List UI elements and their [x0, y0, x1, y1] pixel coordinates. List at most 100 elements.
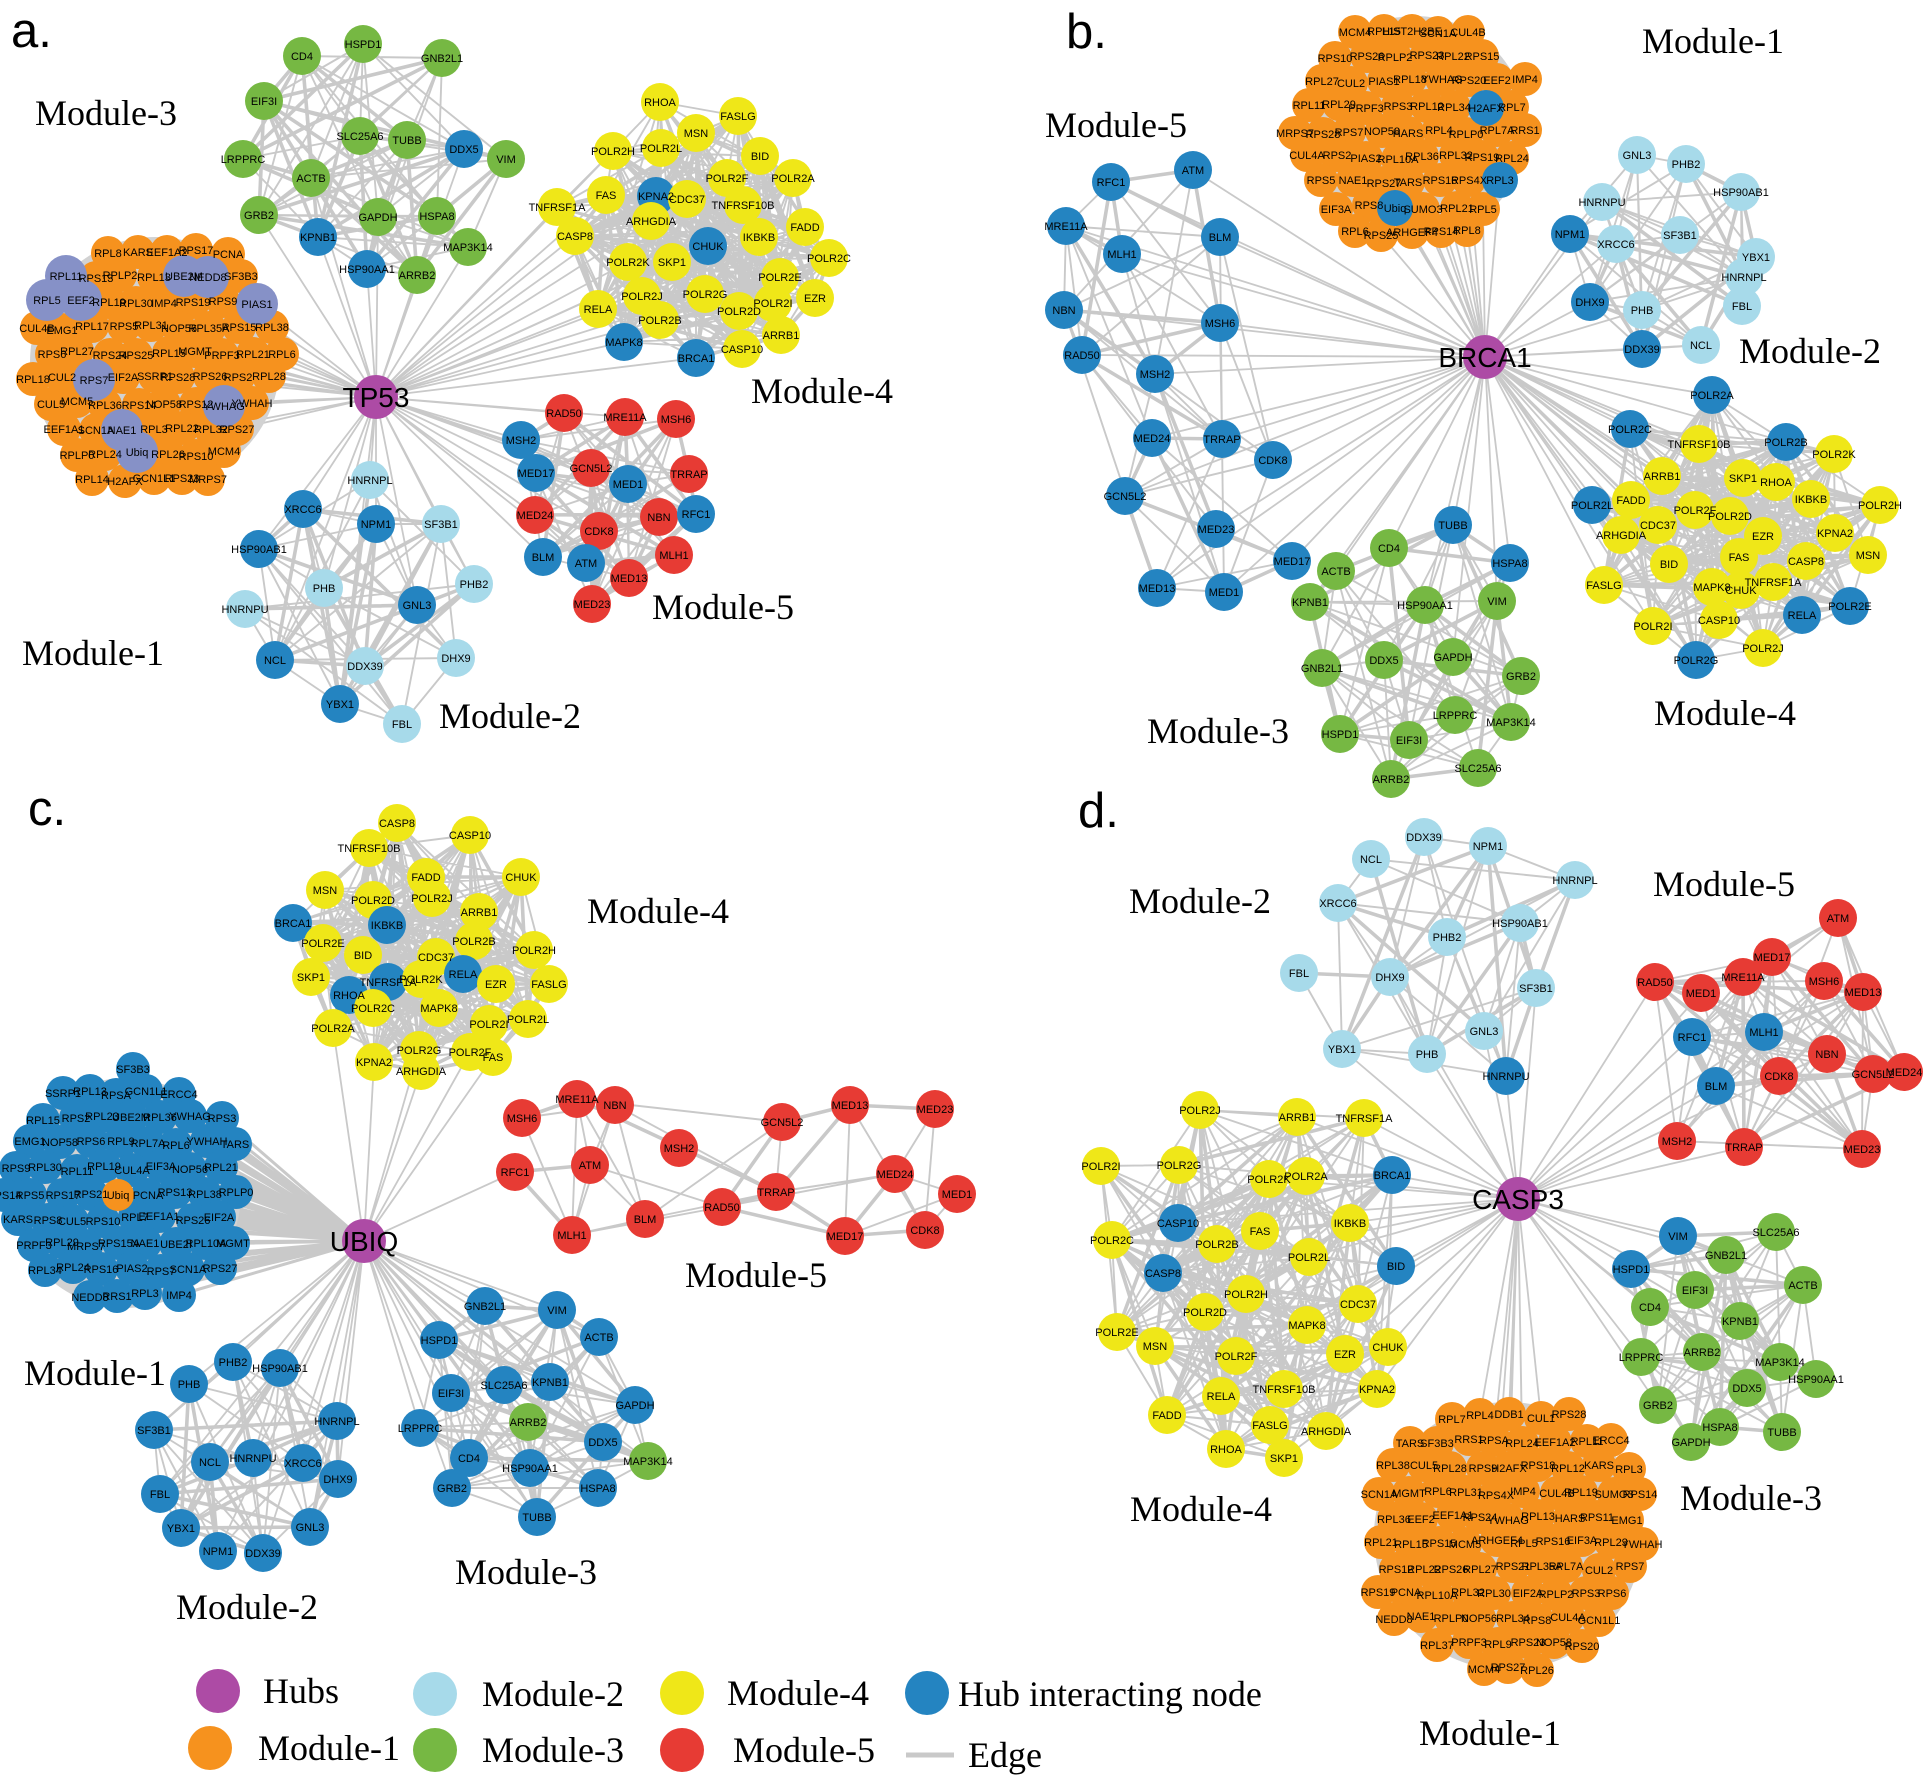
svg-text:RPL5: RPL5	[33, 295, 61, 307]
svg-text:TNFRSF10B: TNFRSF10B	[712, 200, 775, 212]
svg-text:RPL26: RPL26	[1520, 1665, 1554, 1677]
svg-text:BLM: BLM	[1209, 232, 1232, 244]
svg-text:CASP10: CASP10	[1157, 1218, 1199, 1230]
svg-text:CASP8: CASP8	[1788, 556, 1824, 568]
svg-text:CUL4B: CUL4B	[1539, 1488, 1574, 1500]
svg-text:SUMO3: SUMO3	[1403, 204, 1442, 216]
svg-text:Module-2: Module-2	[1129, 881, 1271, 921]
svg-text:RPS13: RPS13	[158, 1187, 193, 1199]
svg-text:RPL35A: RPL35A	[1522, 1561, 1564, 1573]
svg-text:GNL3: GNL3	[296, 1522, 325, 1534]
svg-text:RPL12: RPL12	[1551, 1463, 1585, 1475]
svg-text:ACTB: ACTB	[1321, 566, 1350, 578]
svg-text:RPS3: RPS3	[1384, 101, 1413, 113]
svg-text:CUL5: CUL5	[58, 1216, 86, 1228]
svg-text:PHB: PHB	[178, 1379, 201, 1391]
svg-text:YWHAG: YWHAG	[1487, 1515, 1529, 1527]
svg-text:RPL7: RPL7	[1498, 102, 1526, 114]
svg-text:GNB2L1: GNB2L1	[1301, 663, 1343, 675]
svg-text:MED17: MED17	[1274, 556, 1311, 568]
svg-text:RPL15: RPL15	[26, 1115, 60, 1127]
svg-text:Module-5: Module-5	[1653, 864, 1795, 904]
svg-text:RPL13: RPL13	[1521, 1511, 1555, 1523]
svg-text:TARS: TARS	[221, 1139, 250, 1151]
svg-text:CDK8: CDK8	[1258, 455, 1287, 467]
svg-text:RPS25: RPS25	[1364, 230, 1399, 242]
svg-text:POLR2D: POLR2D	[1708, 511, 1752, 523]
svg-text:DDX39: DDX39	[245, 1548, 280, 1560]
svg-text:POLR2G: POLR2G	[1674, 655, 1719, 667]
svg-text:POLR2B: POLR2B	[638, 315, 681, 327]
svg-text:POLR2L: POLR2L	[507, 1014, 549, 1026]
svg-text:H2AFX: H2AFX	[1491, 1463, 1527, 1475]
svg-text:RPL11: RPL11	[1293, 100, 1326, 112]
svg-text:RPL32: RPL32	[1451, 1587, 1485, 1599]
svg-text:BRCA1: BRCA1	[678, 353, 715, 365]
svg-text:RPL19: RPL19	[1564, 1487, 1598, 1499]
svg-text:RPS11: RPS11	[1580, 1512, 1614, 1524]
svg-text:RAD50: RAD50	[1064, 350, 1099, 362]
svg-text:CUL5: CUL5	[1410, 1460, 1438, 1472]
svg-text:RPS15: RPS15	[222, 322, 257, 334]
svg-text:TNFRSF1A: TNFRSF1A	[529, 202, 587, 214]
svg-text:RPS24: RPS24	[1463, 1512, 1498, 1524]
svg-text:CASP8: CASP8	[1145, 1268, 1181, 1280]
svg-text:RPL10A: RPL10A	[1378, 154, 1420, 166]
svg-text:RPS18: RPS18	[1521, 1460, 1556, 1472]
svg-text:POLR2I: POLR2I	[1633, 621, 1672, 633]
svg-text:FADD: FADD	[790, 222, 819, 234]
svg-text:NEDD8: NEDD8	[71, 1292, 108, 1304]
svg-text:Module-1: Module-1	[258, 1728, 400, 1768]
svg-text:RPS19: RPS19	[1465, 152, 1500, 164]
svg-text:RPL34: RPL34	[1496, 1613, 1530, 1625]
svg-text:Hubs: Hubs	[263, 1671, 339, 1711]
svg-text:PIAS1: PIAS1	[241, 299, 272, 311]
svg-text:RPL19: RPL19	[87, 1161, 121, 1173]
svg-text:CD4: CD4	[291, 51, 313, 63]
svg-text:POLR2K: POLR2K	[399, 974, 443, 986]
svg-text:CD4: CD4	[458, 1453, 480, 1465]
svg-text:SCN1A: SCN1A	[1420, 28, 1457, 40]
svg-text:HSPD1: HSPD1	[1322, 729, 1359, 741]
svg-text:POLR2E: POLR2E	[301, 938, 344, 950]
svg-text:ERCC4: ERCC4	[160, 1089, 197, 1101]
svg-text:BID: BID	[1387, 1261, 1405, 1273]
svg-text:CUL4A: CUL4A	[114, 1165, 150, 1177]
svg-text:RPL21: RPL21	[1364, 1537, 1398, 1549]
svg-text:RAD50: RAD50	[546, 408, 581, 420]
svg-text:RPL15: RPL15	[1394, 1539, 1428, 1551]
svg-text:RPL7A: RPL7A	[1480, 125, 1516, 137]
svg-text:POLR2J: POLR2J	[621, 291, 663, 303]
svg-text:POLR2E: POLR2E	[1095, 1327, 1138, 1339]
svg-text:CDC37: CDC37	[669, 194, 705, 206]
svg-text:RPL30: RPL30	[119, 298, 153, 310]
svg-text:MED23: MED23	[1198, 524, 1235, 536]
svg-text:ARRB2: ARRB2	[510, 1417, 547, 1429]
svg-text:MSH6: MSH6	[1205, 318, 1236, 330]
svg-text:CASP10: CASP10	[721, 344, 763, 356]
svg-text:POLR2F: POLR2F	[1674, 505, 1717, 517]
svg-text:RPL11: RPL11	[61, 1166, 94, 1178]
svg-text:ARHGEF4: ARHGEF4	[1386, 227, 1438, 239]
svg-text:CASP3: CASP3	[1472, 1184, 1564, 1215]
svg-text:HNRNPU: HNRNPU	[221, 604, 268, 616]
svg-text:RPS8: RPS8	[1355, 200, 1384, 212]
svg-text:RPL4: RPL4	[1466, 1410, 1494, 1422]
svg-text:NBN: NBN	[1815, 1049, 1838, 1061]
svg-text:IKBKB: IKBKB	[371, 920, 403, 932]
svg-text:POLR2A: POLR2A	[311, 1023, 355, 1035]
svg-text:CASP8: CASP8	[379, 818, 415, 830]
svg-text:RPL27: RPL27	[1305, 76, 1339, 88]
svg-text:b.: b.	[1066, 5, 1107, 59]
svg-text:RPS28: RPS28	[1306, 129, 1341, 141]
svg-text:GAPDH: GAPDH	[358, 212, 397, 224]
svg-text:SF3B1: SF3B1	[137, 1425, 171, 1437]
svg-text:RPS14: RPS14	[122, 400, 157, 412]
svg-text:POLR2G: POLR2G	[1157, 1160, 1202, 1172]
svg-text:FAS: FAS	[483, 1052, 504, 1064]
svg-text:GAPDH: GAPDH	[1433, 652, 1472, 664]
svg-text:RPS12: RPS12	[1379, 1564, 1414, 1576]
svg-text:GCN5L2: GCN5L2	[570, 463, 613, 475]
svg-text:DDX5: DDX5	[1732, 1383, 1761, 1395]
svg-text:SCN1A: SCN1A	[1361, 1489, 1398, 1501]
